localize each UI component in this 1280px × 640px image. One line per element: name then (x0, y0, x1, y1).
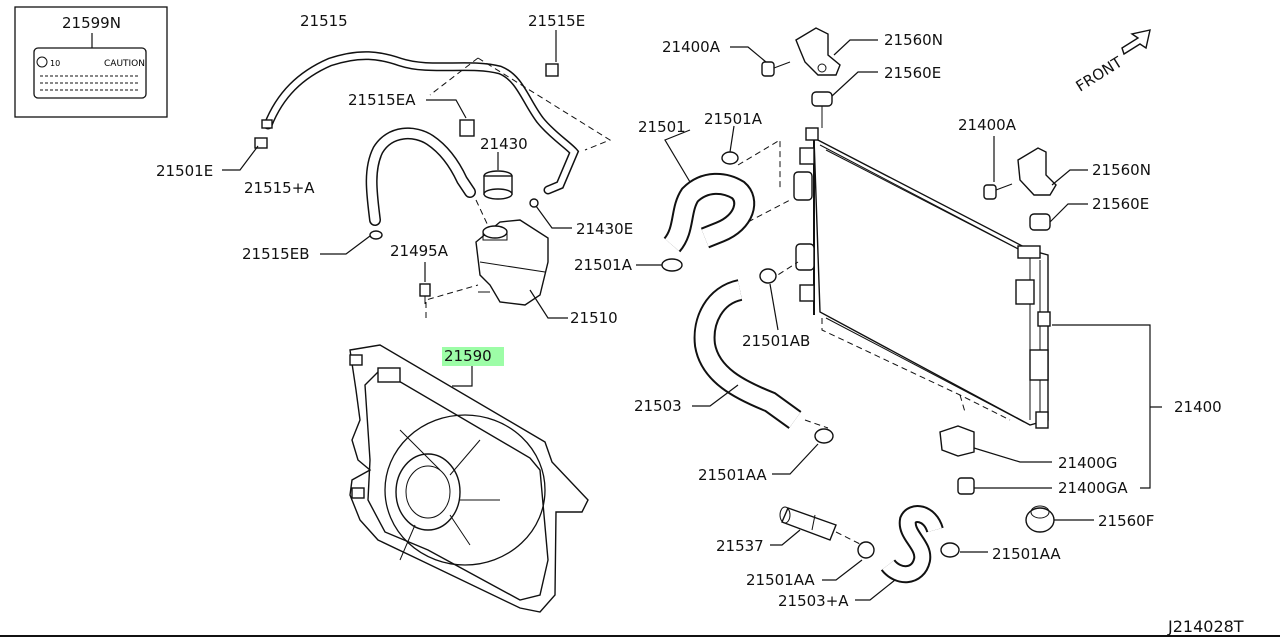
callout-21560E-top[interactable]: 21560E (884, 64, 941, 82)
callout-21495A[interactable]: 21495A (390, 242, 449, 260)
callout-21515-A[interactable]: 21515+A (244, 179, 315, 197)
callout-21501A-top[interactable]: 21501A (704, 110, 763, 128)
callout-21400[interactable]: 21400 (1174, 398, 1222, 416)
highlight-21590 (442, 347, 504, 366)
callout-21501E[interactable]: 21501E (156, 162, 213, 180)
clamp-21501A-top[interactable] (721, 125, 739, 165)
callout-21515EB[interactable]: 21515EB (242, 245, 310, 263)
tank-21510[interactable] (475, 219, 568, 319)
callout-21501[interactable]: 21501 (638, 118, 686, 136)
clamp-21501AA-a[interactable] (772, 428, 834, 475)
callout-21400A-top[interactable]: 21400A (662, 38, 721, 56)
bracket-21560N-top[interactable] (795, 27, 878, 76)
clip-21515EA[interactable] (426, 99, 475, 137)
bolt-21400A-top[interactable] (730, 46, 791, 77)
callout-21503-A[interactable]: 21503+A (778, 592, 849, 610)
callout-labels: 21515 21515E 21515EA 21501E 21515+A 21430 2143… (156, 12, 1222, 610)
grommet-21560E-top[interactable] (811, 71, 878, 107)
doc-code: J214028T (1167, 617, 1244, 636)
callout-21430[interactable]: 21430 (480, 135, 528, 153)
callout-21515EA[interactable]: 21515EA (348, 91, 416, 109)
callout-21590[interactable]: 21590 (444, 347, 492, 365)
callout-21515E[interactable]: 21515E (528, 12, 585, 30)
callout-21560F[interactable]: 21560F (1098, 512, 1154, 530)
callout-21599N: 21599N (62, 14, 121, 32)
fan-assembly-21590[interactable] (349, 344, 589, 613)
bolt-21400A-mid[interactable] (983, 136, 1013, 200)
hose-21501[interactable] (663, 129, 756, 253)
caution-code: 10 (50, 59, 60, 68)
callout-21537[interactable]: 21537 (716, 537, 764, 555)
callout-21501AA-c[interactable]: 21501AA (992, 545, 1061, 563)
hose-21515[interactable] (261, 51, 580, 195)
caution-text: CAUTION (104, 59, 145, 69)
callout-21560N-top[interactable]: 21560N (884, 31, 943, 49)
clip-21515E[interactable] (545, 30, 559, 77)
callout-21430E[interactable]: 21430E (576, 220, 633, 238)
callout-21510[interactable]: 21510 (570, 309, 618, 327)
clamp-21501AA-c[interactable] (940, 542, 988, 558)
callout-21501AA-a[interactable]: 21501AA (698, 466, 767, 484)
clip-21430E[interactable] (529, 198, 572, 229)
grommet-21560E-mid[interactable] (1029, 203, 1088, 231)
bracket-21560N-mid[interactable] (1017, 147, 1088, 196)
hose-21503[interactable] (692, 279, 802, 429)
callout-21560E-mid[interactable]: 21560E (1092, 195, 1149, 213)
hose-21515A[interactable] (365, 127, 476, 226)
hose-21503A[interactable] (855, 505, 944, 601)
callout-21400A-mid[interactable]: 21400A (958, 116, 1017, 134)
front-arrow-icon (1121, 29, 1151, 56)
callout-21501AB[interactable]: 21501AB (742, 332, 810, 350)
grommet-21400GA[interactable] (957, 477, 1052, 495)
callout-21503[interactable]: 21503 (634, 397, 682, 415)
callout-21400GA[interactable]: 21400GA (1058, 479, 1128, 497)
pipe-21537[interactable] (770, 506, 837, 546)
clamp-21501A-low[interactable] (636, 258, 683, 272)
callout-21501AA-b[interactable]: 21501AA (746, 571, 815, 589)
callout-21400G[interactable]: 21400G (1058, 454, 1117, 472)
clamp-21515EB[interactable] (320, 230, 383, 255)
callout-21560N-mid[interactable]: 21560N (1092, 161, 1151, 179)
clamp-21501AB[interactable] (759, 268, 779, 331)
clamp-21501E[interactable] (222, 137, 268, 171)
caution-card[interactable]: 21599N 10 CAUTION (14, 6, 168, 118)
clamp-21501AA-b[interactable] (822, 541, 875, 581)
front-label: FRONT (1073, 53, 1127, 96)
radiator-21400[interactable] (793, 127, 1051, 429)
bolt-21495A[interactable] (419, 262, 431, 304)
bracket-21400G[interactable] (939, 425, 1052, 463)
cap-21430[interactable] (483, 152, 513, 200)
callout-21515[interactable]: 21515 (300, 12, 348, 30)
callout-21501A-low[interactable]: 21501A (574, 256, 633, 274)
mount-21560F[interactable] (1025, 505, 1094, 533)
